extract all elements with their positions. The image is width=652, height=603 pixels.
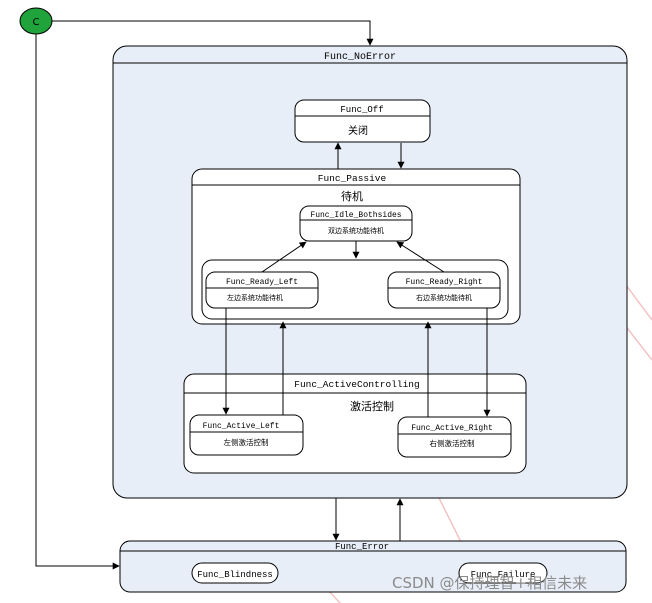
state-ready-right-desc: 右边系统功能待机 — [416, 293, 472, 302]
transition-readyright-idle — [396, 241, 445, 273]
transition-readyleft-idle — [261, 241, 307, 273]
state-idle-bothsides: Func_Idle_Bothsides 双边系统功能待机 — [299, 205, 413, 242]
state-active-right-title: Func_Active_Right — [411, 424, 493, 433]
state-off-title: Func_Off — [340, 105, 383, 115]
watermark-text: CSDN @保持理智+相信未来 — [392, 574, 588, 592]
state-passive-title: Func_Passive — [318, 173, 387, 184]
state-active-left: Func_Active_Left 左侧激活控制 — [189, 414, 304, 456]
state-ready-right: Func_Ready_Right 右边系统功能待机 — [387, 271, 501, 309]
state-active-right-desc: 右侧激活控制 — [430, 438, 475, 448]
state-failure-title: Func_Failure — [471, 570, 536, 580]
state-active-desc: 激活控制 — [350, 399, 394, 413]
initial-node: C — [19, 7, 53, 35]
state-idle-desc: 双边系统功能待机 — [328, 226, 384, 235]
state-failure: Func_Failure — [458, 562, 548, 584]
state-off-desc: 关闭 — [348, 124, 368, 137]
state-off: Func_Off 关闭 — [294, 99, 431, 143]
state-passive-desc: 待机 — [341, 189, 363, 203]
state-idle-title: Func_Idle_Bothsides — [310, 211, 401, 220]
state-ready-left-title: Func_Ready_Left — [226, 278, 298, 287]
state-active-title: Func_ActiveControlling — [294, 379, 419, 390]
state-error-title: Func_Error — [335, 542, 389, 552]
initial-node-label: C — [33, 17, 40, 28]
transitions — [35, 20, 491, 570]
state-noerror-title: Func_NoError — [324, 52, 396, 63]
state-blindness: Func_Blindness — [191, 562, 279, 584]
transition-init-noerror — [52, 20, 374, 46]
state-ready-left-desc: 左边系统功能待机 — [227, 293, 283, 302]
state-active-left-title: Func_Active_Left — [203, 422, 280, 431]
state-active-left-desc: 左侧激活控制 — [224, 437, 269, 447]
transition-init-error — [35, 34, 120, 570]
state-blindness-title: Func_Blindness — [197, 570, 273, 580]
state-ready-right-title: Func_Ready_Right — [406, 278, 483, 287]
state-ready-left: Func_Ready_Left 左边系统功能待机 — [205, 271, 319, 309]
state-active-right: Func_Active_Right 右侧激活控制 — [397, 416, 512, 458]
